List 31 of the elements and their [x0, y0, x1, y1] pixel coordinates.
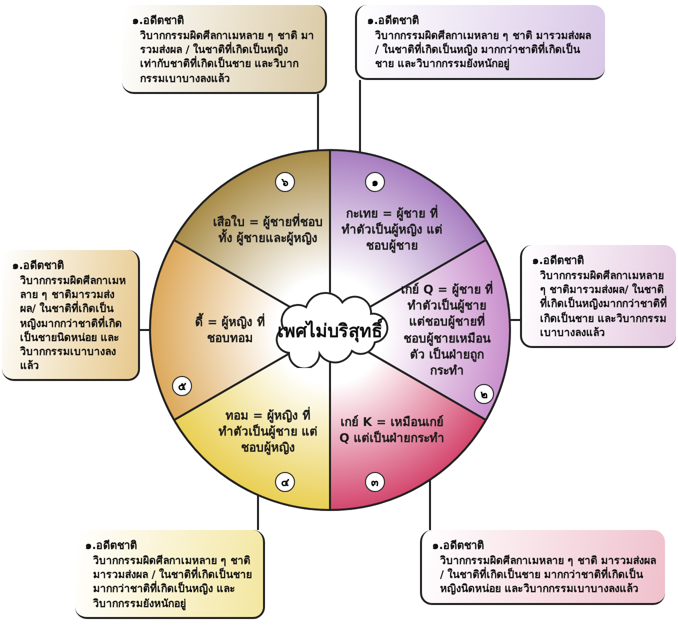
note-heading: ๑.อดีตชาติ [367, 13, 420, 29]
connector-line [359, 80, 361, 153]
sector-label: ดี้ = ผู้หญิง ที่ชอบทอม [194, 314, 266, 346]
note-text: วิบากกรรมผิดศีลกาเมหลาย ๆ ชาติ มารวมส่งผล / ในชาติที่เกิดเป็นหญิง เท่ากับชาติที่เกิดเป็นชาย และวิบากกรรมเบาบางลงแล้ว [139, 29, 315, 86]
note-box [355, 5, 605, 80]
note-text: วิบากกรรมผิดศีลกาเมหลาย ๆ ชาติ มารวมส่งผล / ในชาติที่เกิดเป็นหญิง มากกว่าชาติที่เกิดเป็นชาย และวิบากกรรมยังหนักอยู่ [374, 29, 592, 72]
sector-label: เกย์ Q = ผู้ชาย ที่ทำตัวเป็นผู้ชาย แต่ชอบผู้ชายที่ ชอบผู้ชายเหมือนตัว เป็นฝ่ายถูกกระทำ [400, 281, 494, 379]
note-heading: ๑.อดีตชาติ [85, 538, 138, 554]
sector-label: กะเทย = ผู้ชาย ที่ทำตัวเป็นผู้หญิง แต่ชอบผู้ชาย [340, 206, 444, 254]
note-text: วิบากกรรมผิดศีลกาเมหลาย ๆ ชาติ มารวมส่งผล / ในชาติที่เกิดเป็นชาย มากกว่าชาติที่เกิดเป็นหญิงนิดหน่อย และวิบากกรรมเบาบางลงแล้ว [439, 554, 657, 597]
note-box [520, 245, 676, 348]
sector-label: ทอม = ผู้หญิง ที่ทำตัวเป็นผู้ชาย แต่ชอบผู้หญิง [217, 408, 319, 456]
note-box [2, 250, 140, 382]
connector-line [510, 319, 520, 321]
note-text: วิบากกรรมผิดศีลกาเมหลาย ๆ ชาติมารวมส่งผล/ ในชาติที่เกิดเป็นหญิงมากกว่าชาติที่เกิดเป็นชายนิดหน่อย และวิบากกรรมเบาบางลงแล้ว [19, 274, 127, 374]
connector-line [257, 495, 259, 530]
connector-line [317, 94, 319, 151]
note-heading: ๑.อดีตชาติ [132, 13, 186, 29]
note-text: วิบากกรรมผิดศีลกาเมหลาย ๆ ชาติมารวมส่งผล/ ในชาติที่เกิดเป็นหญิงมากกว่าชาติที่เกิดเป็นชาย และวิบากกรรมเบาบางลงแล้ว [539, 269, 668, 340]
connector-line [140, 329, 150, 331]
connector-line [429, 480, 431, 530]
note-heading: ๑.อดีตชาติ [432, 538, 486, 554]
note-box [420, 530, 665, 605]
note-box [75, 530, 265, 619]
center-title: เพศไม่บริสุทธิ์ [278, 316, 382, 344]
note-heading: ๑.อดีตชาติ [532, 253, 586, 269]
sector-label: เกย์ K = เหมือนเกย์ Q แต่เป็นฝ่ายกระทำ [338, 414, 446, 446]
note-box [122, 5, 327, 94]
sector-label: เสือใบ = ผู้ชายที่ชอบทั้ง ผู้ชายและผู้หญิง [212, 214, 324, 246]
note-text: วิบากกรรมผิดศีลกาเมหลาย ๆ ชาติ มารวมส่งผล / ในชาติที่เกิดเป็นชาย มากกว่าชาติที่เกิดเป็นหญิง และวิบากกรรมยังหนักอยู่ [92, 554, 254, 611]
note-heading: ๑.อดีตชาติ [12, 258, 66, 274]
